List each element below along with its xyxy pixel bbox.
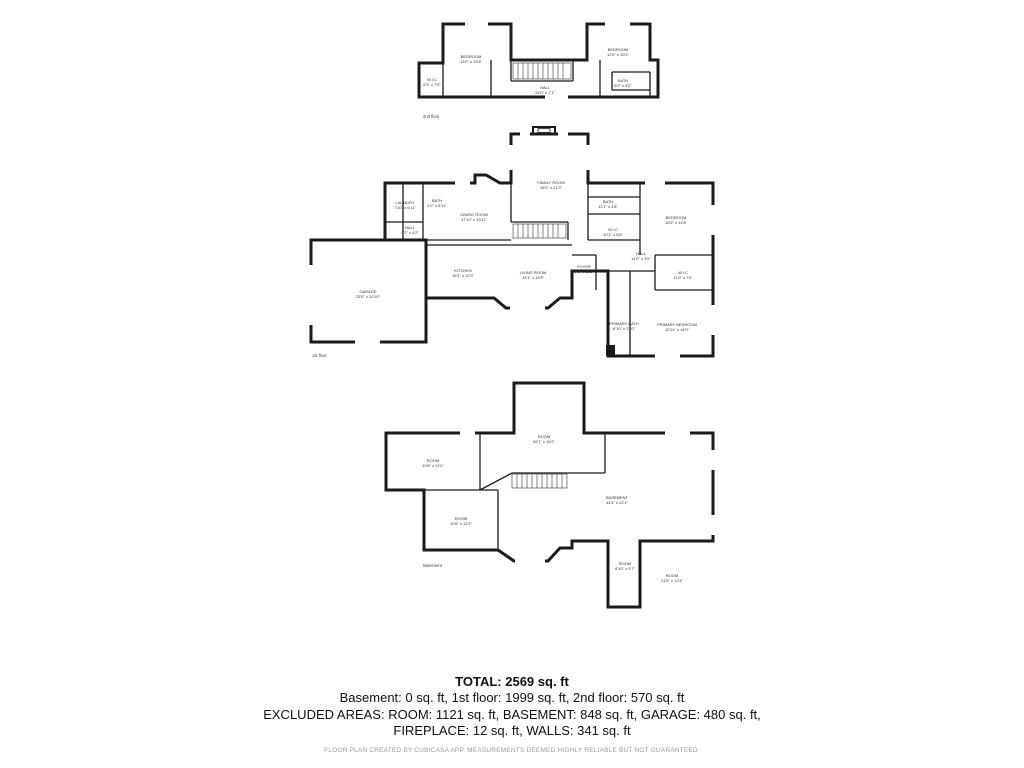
- room-name: W.I.C: [427, 77, 437, 82]
- basement-floor-plan: ROOM 26'1" x 16'2" ROOM 19'8" x 11'0" BA…: [384, 381, 715, 609]
- room-name: LAUNDRY: [395, 200, 414, 205]
- room-dimensions: 19'8" x 11'0": [422, 463, 444, 468]
- room-name: PRIMARY BATH: [609, 321, 639, 326]
- room-dimensions: 8'10" x 5'7": [615, 566, 635, 571]
- room-name: BASEMENT: [606, 495, 629, 500]
- room-name: PRIMARY BEDROOM: [657, 322, 697, 327]
- room-dimensions: 11'0" x 3'9": [631, 256, 651, 261]
- floor-label: 2nd floor: [423, 114, 440, 119]
- floor-label: 1st floor: [312, 353, 328, 358]
- room-dimensions: 6'9" x 5'2": [614, 83, 632, 88]
- room-name: ROOM: [538, 434, 550, 439]
- room-name: FAMILY ROOM: [537, 180, 564, 185]
- floor-label: Basement: [423, 563, 443, 568]
- room-name: HALL: [636, 251, 647, 256]
- staircase: [512, 62, 572, 80]
- room-name: GARAGE: [359, 289, 376, 294]
- room-name: HALL: [540, 85, 551, 90]
- room-dimensions: 4'0" x 5'11": [427, 203, 447, 208]
- excluded-areas-continued: FIREPLACE: 12 sq. ft, WALLS: 341 sq. ft: [393, 723, 631, 738]
- room-dimensions: 24'0" x 7'1": [535, 90, 555, 95]
- room-name: W.I.C: [608, 227, 618, 232]
- room-name: BEDROOM: [666, 215, 687, 220]
- room-name: BEDROOM: [608, 47, 629, 52]
- room-name: W.I.C: [678, 270, 688, 275]
- room-name: ROOM: [427, 458, 439, 463]
- excluded-areas: EXCLUDED AREAS: ROOM: 1121 sq. ft, BASEM…: [263, 706, 761, 722]
- column-block: [606, 345, 615, 356]
- room-name: DINING ROOM: [460, 212, 488, 217]
- room-dimensions: 44'4" x 22'1": [606, 500, 629, 505]
- room-name: ROOM: [455, 516, 467, 521]
- room-dimensions: 12'1" x 4'8": [598, 204, 618, 209]
- staircase: [511, 473, 568, 489]
- room-name: KITCHEN: [454, 268, 472, 273]
- room-dimensions: 12'6" x 10'2": [607, 52, 630, 57]
- room-dimensions: 21'5" x 13'4": [661, 578, 684, 583]
- room-name: BATH: [432, 198, 442, 203]
- area-summary: TOTAL: 2569 sq. ft Basement: 0 sq. ft, 1…: [0, 674, 1024, 754]
- room-dimensions: 26'1" x 16'2": [533, 439, 556, 444]
- room-name: BATH: [603, 199, 613, 204]
- room-name: ROOM: [666, 573, 678, 578]
- room-dimensions: 3'2" x 4'2": [401, 230, 419, 235]
- room-name: FOYER: [577, 264, 591, 269]
- second-floor-plan: BEDROOM 13'2" x 15'8" BEDROOM 12'6" x 10…: [417, 22, 660, 119]
- room-dimensions: 10'1" x 5'5": [603, 232, 623, 237]
- interior-wall: [479, 472, 513, 491]
- room-name: HALL: [405, 225, 416, 230]
- room-name: LIVING ROOM: [520, 270, 547, 275]
- floor-areas: Basement: 0 sq. ft, 1st floor: 1999 sq. …: [339, 690, 685, 705]
- room-dimensions: 6'10" x 17'0": [613, 326, 636, 331]
- total-area: TOTAL: 2569 sq. ft: [455, 674, 569, 689]
- room-dimensions: 15'11" x 14'0": [665, 327, 689, 332]
- room-dimensions: 15'5" x 14'8": [665, 220, 688, 225]
- room-dimensions: 17'10" x 13'11": [461, 217, 488, 222]
- room-dimensions: 5'8" x 11'3": [574, 269, 594, 274]
- room-dimensions: 16'0" x 21'9": [540, 185, 563, 190]
- second-floor-outline: [417, 22, 660, 99]
- basement-outline: [384, 381, 715, 609]
- staircase: [512, 223, 567, 239]
- room-dimensions: 10'6" x 12'2": [450, 521, 473, 526]
- room-name: BEDROOM: [461, 54, 482, 59]
- room-dimensions: 6'3" x 7'0": [423, 82, 441, 87]
- room-dimensions: 7'10" x 6'11": [394, 205, 416, 210]
- room-dimensions: 15'1" x 14'8": [522, 275, 545, 280]
- room-name: BATH: [618, 78, 628, 83]
- fireplace-hearth: [537, 128, 551, 133]
- first-floor-plan: FAMILY ROOM 16'0" x 21'9" LAUNDRY 7'10" …: [309, 126, 715, 358]
- room-dimensions: 15'4" x 12'3": [452, 273, 475, 278]
- room-dimensions: 13'2" x 15'8": [460, 59, 483, 64]
- room-name: ROOM: [619, 561, 631, 566]
- room-dimensions: 23'0" x 20'10": [356, 294, 381, 299]
- disclaimer: FLOOR PLAN CREATED BY CUBICASA APP. MEAS…: [324, 746, 700, 754]
- room-dimensions: 11'0" x 7'0": [673, 275, 693, 280]
- fireplace: [532, 126, 556, 135]
